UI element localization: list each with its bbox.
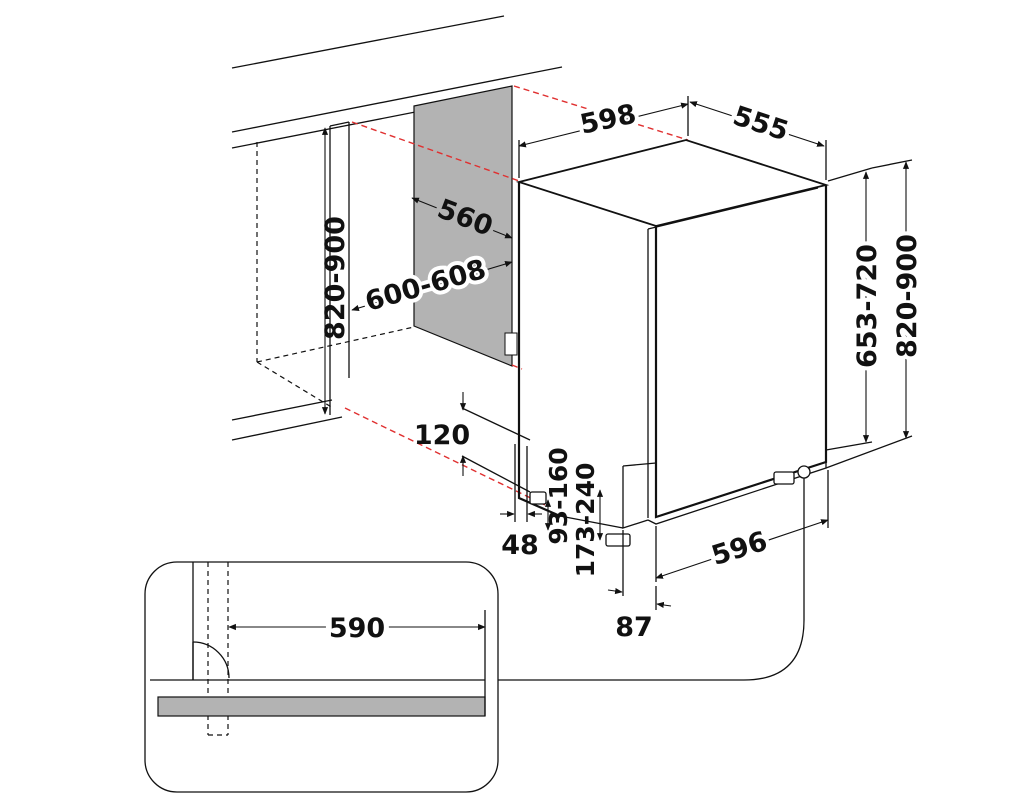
- plinth-depth-dimension: [500, 444, 542, 522]
- niche-height-label: 820-900: [320, 216, 351, 340]
- appliance-width-label: 598: [577, 99, 639, 141]
- total-height-dimension: [825, 159, 913, 469]
- front-height-label: 653-720: [852, 244, 883, 368]
- foot-offset-dimension: [607, 530, 672, 610]
- niche-depth-arrow: [411, 197, 513, 239]
- foot-range-1-label: 93-160: [544, 447, 573, 544]
- plinth-depth-label: 48: [501, 530, 539, 561]
- countertop-section: [157, 696, 486, 717]
- base-width-dimension: [655, 470, 829, 582]
- plinth-height-dimension: [459, 392, 531, 493]
- connector-line: [498, 478, 805, 681]
- niche-width-arrow: [351, 261, 513, 311]
- feet: [529, 465, 811, 547]
- front-height-dimension: [825, 167, 873, 451]
- detail-box: [144, 561, 499, 793]
- appliance-width-dimension: [518, 96, 689, 178]
- appliance-depth-label: 555: [729, 100, 792, 147]
- door-clearance-label: 590: [329, 613, 385, 644]
- left-cabinet: [256, 121, 415, 415]
- foot-range-2-label: 173-240: [571, 463, 600, 578]
- base-width-label: 596: [708, 526, 771, 572]
- plinth-height-label: 120: [414, 420, 470, 451]
- total-height-label: 820-900: [892, 234, 923, 358]
- appliance-depth-dimension: [689, 101, 827, 180]
- foot-offset-label: 87: [615, 612, 653, 643]
- floor-lines: [231, 399, 343, 441]
- panel-notch: [504, 332, 518, 356]
